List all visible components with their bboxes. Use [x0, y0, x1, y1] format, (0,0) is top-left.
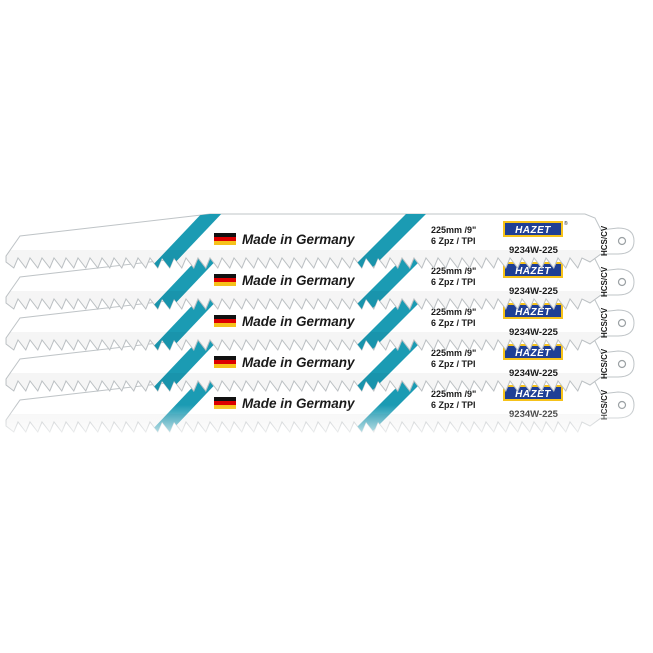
brand-text: HAZET: [515, 348, 551, 359]
material-label: HCS/CV: [600, 348, 609, 379]
mount-hole: [617, 277, 627, 287]
brand-text: HAZET: [515, 389, 551, 400]
brand-text: HAZET: [515, 266, 551, 277]
stripe: [352, 214, 430, 268]
hazet-logo: HAZET®: [503, 343, 568, 360]
tpi-label: 6 Zpz / TPI: [431, 318, 476, 328]
part-number: 9234W-225: [509, 368, 559, 379]
mount-hole: [617, 359, 627, 369]
material-label: HCS/CV: [600, 307, 609, 338]
hazet-logo: HAZET®: [503, 302, 568, 319]
part-number: 9234W-225: [509, 286, 559, 297]
hazet-logo: HAZET ®: [503, 220, 568, 237]
mount-hole: [617, 236, 627, 246]
brand-text: HAZET: [515, 225, 551, 236]
stripe: [150, 214, 225, 268]
material-label: HCS/CV: [600, 389, 609, 420]
german-flag-icon: [214, 274, 236, 286]
saw-blade: Made in Germany 225mm /9"6 Zpz / TPI HAZET…: [5, 213, 635, 269]
origin-label: Made in Germany: [242, 314, 356, 329]
brand-text: HAZET: [515, 307, 551, 318]
part-number: 9234W-225: [509, 245, 559, 256]
material-label: HCS/CV: [600, 225, 609, 256]
mount-hole: [617, 318, 627, 328]
tpi-label: 6 Zpz / TPI: [431, 359, 476, 369]
origin-label: Made in Germany: [242, 355, 356, 370]
registered-mark: ®: [564, 220, 568, 227]
tpi-label: 6 Zpz / TPI: [431, 277, 476, 287]
material-label: HCS/CV: [600, 266, 609, 297]
length-label: 225mm /9": [431, 348, 476, 358]
tpi-label: 6 Zpz / TPI: [431, 236, 476, 246]
reflection-fade: [0, 405, 653, 445]
hazet-logo: HAZET®: [503, 384, 568, 401]
length-label: 225mm /9": [431, 307, 476, 317]
german-flag-icon: [214, 356, 236, 368]
length-label: 225mm /9": [431, 266, 476, 276]
origin-label: Made in Germany: [242, 232, 356, 247]
length-label: 225mm /9": [431, 225, 476, 235]
origin-label: Made in Germany: [242, 273, 356, 288]
saw-blade: Made in Germany 225mm /9"6 Zpz / TPI HAZET…: [5, 336, 635, 392]
length-label: 225mm /9": [431, 389, 476, 399]
part-number: 9234W-225: [509, 327, 559, 338]
german-flag-icon: [214, 315, 236, 327]
german-flag-icon: [214, 233, 236, 245]
hazet-logo: HAZET®: [503, 261, 568, 278]
